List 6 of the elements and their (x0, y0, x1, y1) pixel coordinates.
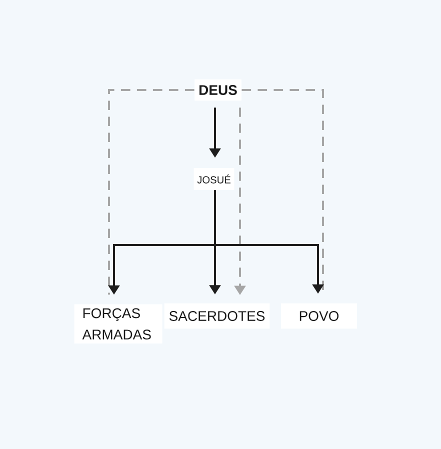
label-box: POVO (281, 303, 357, 329)
label-box: SACERDOTES (164, 303, 270, 329)
label-box: DEUS (194, 79, 242, 101)
label-box: FORÇAS ARMADAS (74, 304, 162, 344)
dashed-line (108, 89, 194, 295)
label-box: JOSUÉ (194, 168, 234, 190)
